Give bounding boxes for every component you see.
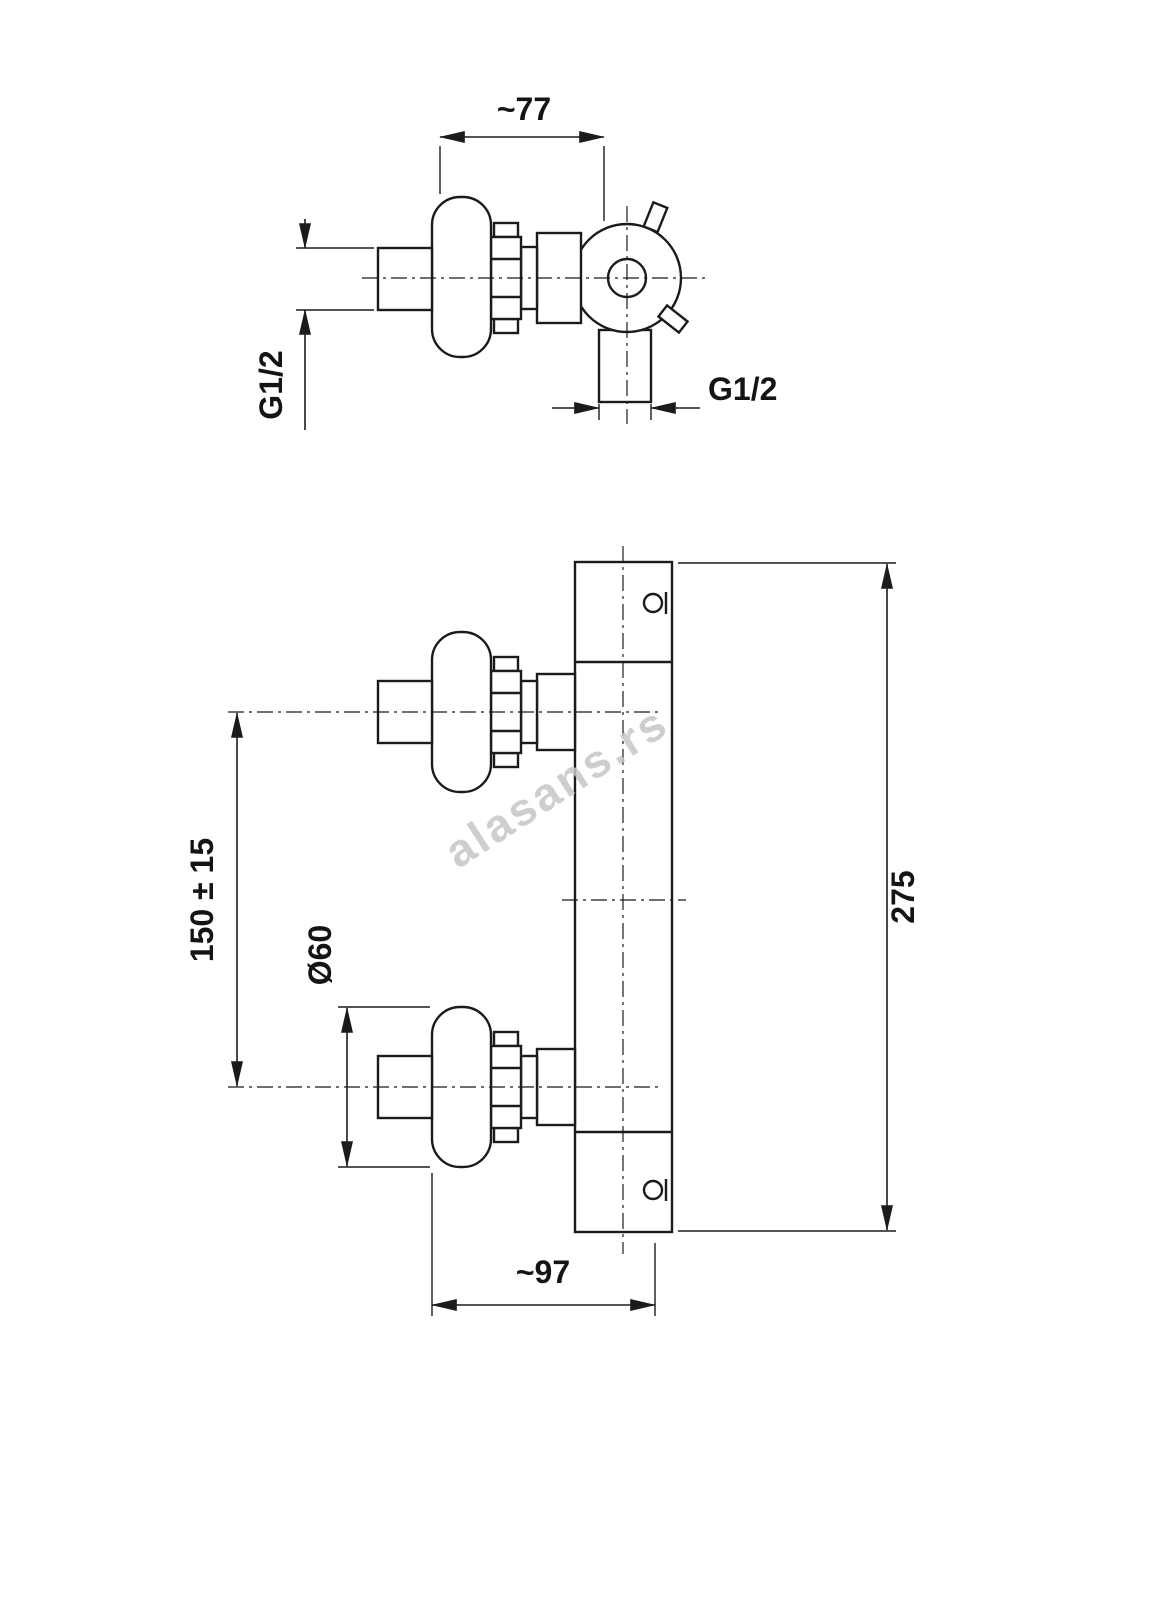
dimension-flange-diameter: Ø60 xyxy=(302,925,430,1168)
dimension-top-width: ~77 xyxy=(438,91,606,221)
center-distance-label: 150 ± 15 xyxy=(184,838,220,962)
hex-corner-top xyxy=(492,1030,520,1048)
total-height-label: 275 xyxy=(885,870,921,923)
screw-bottom xyxy=(642,1179,664,1201)
hex-corner-bottom xyxy=(492,751,520,769)
hex-corner-bottom xyxy=(492,317,520,335)
outlet-port xyxy=(597,328,653,404)
front-view: 150 ± 15 Ø60 275 ~97 xyxy=(184,546,921,1316)
hex-corner-top xyxy=(492,221,520,239)
dimension-outlet-thread: G1/2 xyxy=(552,371,777,420)
valve-head-tab-top xyxy=(642,200,669,234)
dimension-center-distance: 150 ± 15 xyxy=(184,711,243,1088)
wall-flange xyxy=(430,195,493,359)
top-width-label: ~77 xyxy=(497,91,551,127)
inlet-thread-label: G1/2 xyxy=(253,350,289,419)
outlet-thread-label: G1/2 xyxy=(708,371,777,407)
front-width-label: ~97 xyxy=(516,1254,570,1290)
screw-top xyxy=(642,592,664,614)
dimension-front-width: ~97 xyxy=(430,1173,657,1316)
dimension-total-height: 275 xyxy=(678,562,921,1232)
inlet-connector xyxy=(376,246,434,312)
hex-corner-top xyxy=(492,655,520,673)
top-view: ~77 G1/2 G1/2 xyxy=(253,91,777,430)
flange-diameter-label: Ø60 xyxy=(302,925,338,985)
dimension-inlet-thread: G1/2 xyxy=(253,219,374,430)
hex-corner-bottom xyxy=(492,1126,520,1144)
valve-head-tab-bottom xyxy=(656,303,690,335)
